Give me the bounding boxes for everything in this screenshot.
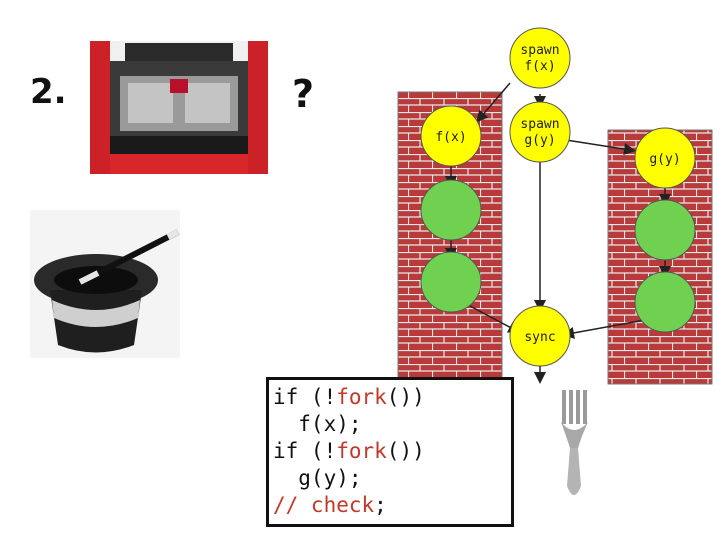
code-line-2: f(x); — [273, 412, 362, 436]
label-f: f(x) — [435, 130, 466, 145]
code-line-1: if (!fork()) — [273, 385, 425, 409]
node-sync — [509, 305, 571, 367]
node-spawn-f — [509, 27, 571, 89]
edge-spawnf-f — [476, 82, 511, 123]
code-line-5: // check; — [273, 493, 387, 517]
node-g-step2 — [634, 271, 696, 333]
node-f-step1 — [420, 179, 482, 241]
magic-hat-image — [30, 210, 180, 358]
label-g: g(y) — [649, 152, 680, 167]
question-mark: ? — [292, 72, 315, 116]
fork-image — [550, 386, 598, 504]
node-f-step2 — [420, 251, 482, 313]
edge-spawng-g — [565, 139, 636, 156]
edge-fchain-sync — [469, 305, 521, 333]
node-f — [420, 105, 482, 167]
node-spawn-g — [509, 101, 571, 163]
slide-number: 2. — [30, 72, 67, 112]
code-box: if (!fork()) f(x); if (!fork()) g(y); //… — [266, 377, 514, 527]
code-line-4: g(y); — [273, 466, 362, 490]
label-sync: sync — [524, 330, 555, 345]
edge-gchain-sync — [562, 319, 646, 339]
car-engine-image — [90, 41, 268, 174]
node-g-step1 — [634, 199, 696, 261]
node-g — [634, 127, 696, 189]
code-line-3: if (!fork()) — [273, 439, 425, 463]
